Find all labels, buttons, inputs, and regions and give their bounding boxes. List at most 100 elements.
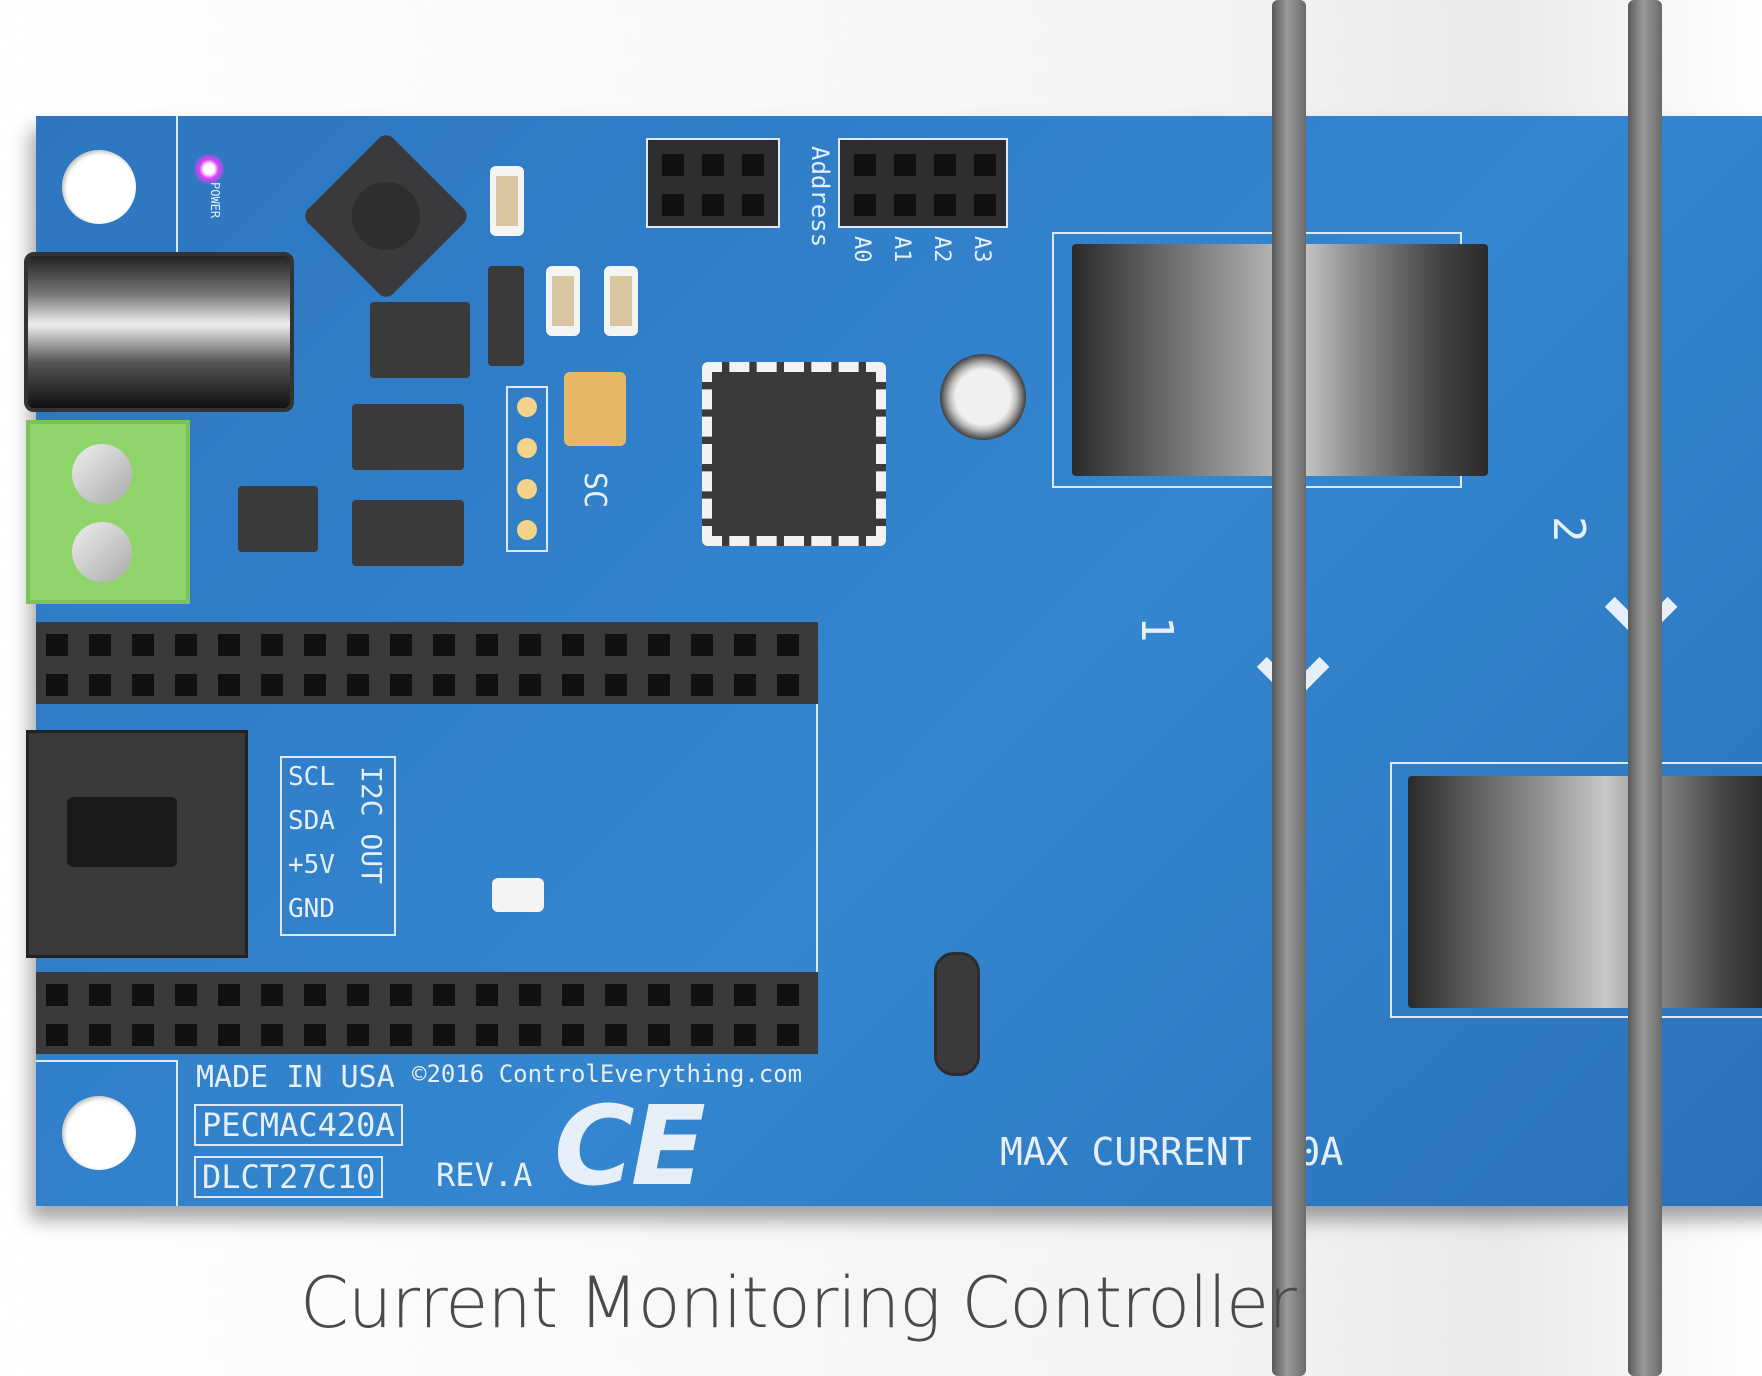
pin-socket bbox=[562, 634, 584, 656]
wire-1 bbox=[1272, 0, 1306, 1376]
pin-socket bbox=[46, 634, 68, 656]
pin-socket bbox=[261, 1024, 283, 1046]
microcontroller-chip bbox=[702, 362, 886, 546]
pin-socket bbox=[433, 1024, 455, 1046]
sc-pads bbox=[506, 386, 548, 552]
electrolytic-capacitor bbox=[940, 354, 1026, 440]
pin-socket bbox=[218, 984, 240, 1006]
pin-socket bbox=[89, 674, 111, 696]
pin-socket bbox=[175, 634, 197, 656]
pin-socket bbox=[702, 194, 724, 216]
i2c-gnd: GND bbox=[288, 894, 335, 924]
wire-2 bbox=[1628, 0, 1662, 1376]
channel-1-label: 1 bbox=[1131, 616, 1182, 643]
pin-socket bbox=[605, 674, 627, 696]
pin-socket bbox=[46, 984, 68, 1006]
resistor-array bbox=[492, 878, 544, 912]
pin-socket bbox=[390, 674, 412, 696]
pin-socket bbox=[132, 1024, 154, 1046]
resistor-3 bbox=[604, 266, 638, 336]
pin-socket bbox=[390, 1024, 412, 1046]
pin-socket bbox=[934, 194, 956, 216]
addr-a2: A2 bbox=[929, 236, 954, 263]
pin-socket bbox=[347, 674, 369, 696]
pin-socket bbox=[691, 1024, 713, 1046]
pin-socket bbox=[777, 1024, 799, 1046]
crystal bbox=[934, 952, 980, 1076]
pin-socket bbox=[261, 984, 283, 1006]
pin-socket bbox=[648, 634, 670, 656]
sensor-code: DLCT27C10 bbox=[194, 1156, 384, 1198]
pin-socket bbox=[662, 194, 684, 216]
tantalum-cap bbox=[564, 372, 626, 446]
pin-socket bbox=[562, 984, 584, 1006]
revision-label: REV.A bbox=[436, 1156, 533, 1194]
pin-socket bbox=[304, 1024, 326, 1046]
addr-a3: A3 bbox=[969, 236, 994, 263]
pin-socket bbox=[218, 1024, 240, 1046]
silk-hline-bottom bbox=[36, 1060, 176, 1062]
caption: Current Monitoring Controller bbox=[300, 1262, 1297, 1344]
pin-socket bbox=[742, 154, 764, 176]
pin-socket bbox=[854, 194, 876, 216]
pin-socket bbox=[605, 1024, 627, 1046]
ce-logo: CE bbox=[554, 1082, 706, 1210]
pin-socket bbox=[974, 194, 996, 216]
screw-2 bbox=[72, 522, 132, 582]
mount-hole-bottom bbox=[62, 1096, 136, 1170]
pin-socket bbox=[433, 634, 455, 656]
pin-socket bbox=[175, 674, 197, 696]
pin-socket bbox=[894, 154, 916, 176]
i2c-pin-table bbox=[280, 756, 396, 936]
pin-socket bbox=[974, 154, 996, 176]
reset-button[interactable] bbox=[301, 131, 471, 301]
pin-socket bbox=[742, 194, 764, 216]
diode bbox=[488, 266, 524, 366]
address-header[interactable] bbox=[838, 138, 1008, 228]
pin-socket bbox=[132, 984, 154, 1006]
pin-socket bbox=[777, 634, 799, 656]
led-label: POWER bbox=[208, 182, 222, 219]
pin-socket bbox=[218, 634, 240, 656]
pin-socket bbox=[433, 984, 455, 1006]
pin-socket bbox=[519, 984, 541, 1006]
made-in-label: MADE IN USA bbox=[196, 1060, 395, 1095]
pin-socket bbox=[89, 1024, 111, 1046]
screw-1 bbox=[72, 444, 132, 504]
pcb-board: POWER SC Address A0 A1 A2 A3 bbox=[24, 116, 1762, 1210]
header-left bbox=[646, 138, 780, 228]
pin-socket bbox=[218, 674, 240, 696]
pin-socket bbox=[734, 1024, 756, 1046]
pin-socket bbox=[662, 154, 684, 176]
pin-socket bbox=[519, 1024, 541, 1046]
pin-socket bbox=[390, 984, 412, 1006]
pin-socket bbox=[476, 674, 498, 696]
capacitor-2 bbox=[352, 500, 464, 566]
copyright-label: ©2016 ControlEverything.com bbox=[412, 1060, 803, 1088]
part-number: PECMAC420A bbox=[194, 1104, 403, 1146]
addr-a1: A1 bbox=[889, 236, 914, 263]
resistor-2 bbox=[546, 266, 580, 336]
transistor bbox=[238, 486, 318, 552]
dc-jack bbox=[24, 252, 294, 412]
pin-socket bbox=[347, 634, 369, 656]
pin-socket bbox=[648, 1024, 670, 1046]
pin-socket bbox=[777, 984, 799, 1006]
pin-socket bbox=[777, 674, 799, 696]
resistor-1 bbox=[490, 166, 524, 236]
pin-socket bbox=[476, 1024, 498, 1046]
i2c-out-label: I2C OUT bbox=[355, 766, 388, 885]
pin-socket bbox=[854, 154, 876, 176]
pin-socket bbox=[702, 154, 724, 176]
female-header-bottom bbox=[36, 972, 818, 1054]
pin-socket bbox=[433, 674, 455, 696]
pin-socket bbox=[519, 674, 541, 696]
pin-socket bbox=[691, 984, 713, 1006]
i2c-connector[interactable] bbox=[26, 730, 248, 958]
pin-socket bbox=[132, 674, 154, 696]
pin-socket bbox=[734, 634, 756, 656]
pin-socket bbox=[89, 984, 111, 1006]
mount-hole-top bbox=[62, 150, 136, 224]
pin-socket bbox=[175, 1024, 197, 1046]
pin-socket bbox=[934, 154, 956, 176]
